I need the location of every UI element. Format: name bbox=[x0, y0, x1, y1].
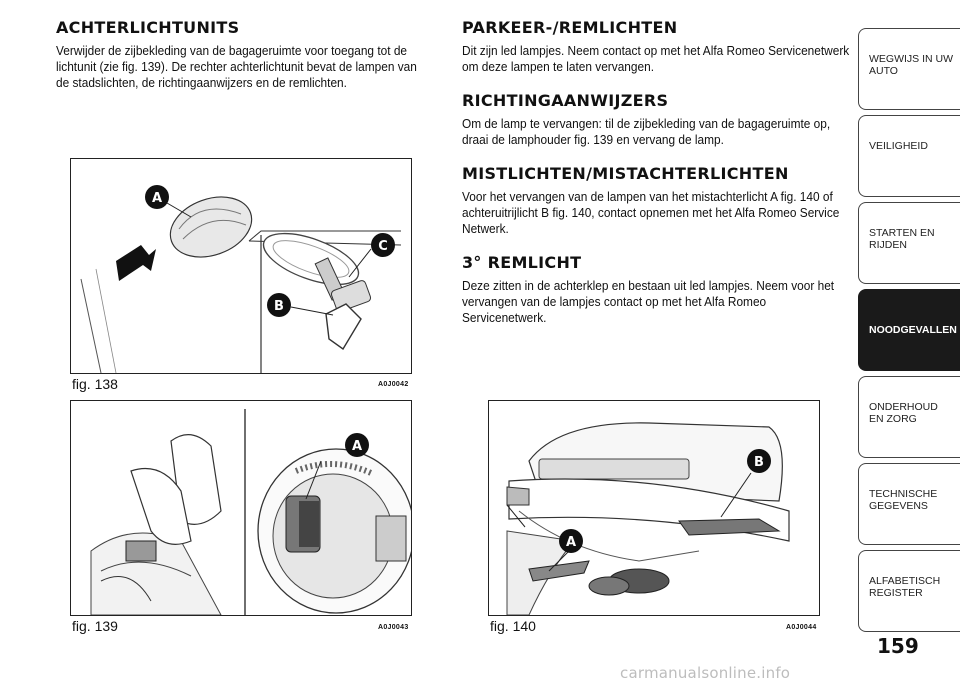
section-body-achterlichtunits: Verwijder de zijbekleding van de bagager… bbox=[56, 43, 417, 90]
callout-a bbox=[345, 433, 369, 457]
svg-text:B: B bbox=[754, 455, 764, 470]
section-body-remlicht: Deze zitten in de achterklep en bestaan … bbox=[462, 278, 835, 325]
svg-text:B: B bbox=[274, 299, 284, 314]
section-body-mist: Voor het vervangen van de lampen van het… bbox=[462, 189, 840, 236]
figure-139-code: A0J0043 bbox=[378, 624, 409, 631]
arrow-icon bbox=[116, 245, 156, 281]
tab-noodgevallen[interactable]: NOODGEVALLEN bbox=[858, 289, 960, 371]
page-number: 159 bbox=[877, 634, 919, 658]
figure-138-code: A0J0042 bbox=[378, 381, 409, 388]
figure-139: A bbox=[70, 400, 412, 616]
tab-alfabetisch[interactable]: ALFABETISCH REGISTER bbox=[858, 550, 960, 632]
section-heading-mist: MISTLICHTEN/MISTACHTERLICHTEN bbox=[462, 164, 789, 183]
tab-label: TECHNISCHE GEGEVENS bbox=[869, 488, 938, 512]
figure-138-caption: fig. 138 bbox=[72, 376, 118, 392]
section-body-parkeer: Dit zijn led lampjes. Neem contact op me… bbox=[462, 43, 850, 74]
callout-b bbox=[747, 449, 771, 473]
tab-onderhoud[interactable]: ONDERHOUD EN ZORG bbox=[858, 376, 960, 458]
tab-technische[interactable]: TECHNISCHE GEGEVENS bbox=[858, 463, 960, 545]
figure-140-code: A0J0044 bbox=[786, 624, 817, 631]
tab-label: STARTEN EN RIJDEN bbox=[869, 227, 935, 251]
callout-b bbox=[267, 293, 291, 317]
left-column: ACHTERLICHTUNITS Verwijder de zijbekledi… bbox=[56, 18, 432, 107]
tab-label: ALFABETISCH REGISTER bbox=[869, 575, 941, 599]
callout-a bbox=[145, 185, 169, 209]
svg-text:C: C bbox=[378, 239, 388, 254]
section-heading-richting: RICHTINGAANWIJZERS bbox=[462, 91, 669, 110]
callout-a bbox=[559, 529, 583, 553]
callout-c bbox=[371, 233, 395, 257]
tab-veiligheid[interactable]: VEILIGHEID bbox=[858, 115, 960, 197]
trunk-lamp-holder-illustration: A bbox=[90, 409, 411, 615]
figure-140: B A bbox=[488, 400, 820, 616]
section-body-richting: Om de lamp te vervangen: til de zijbekle… bbox=[462, 116, 831, 147]
svg-text:A: A bbox=[566, 535, 576, 550]
tab-label: ONDERHOUD EN ZORG bbox=[869, 401, 938, 425]
middle-column: PARKEER-/REMLICHTEN Dit zijn led lampjes… bbox=[462, 18, 850, 342]
figure-140-caption: fig. 140 bbox=[490, 618, 536, 634]
tab-wegwijs[interactable]: WEGWIJS IN UW AUTO bbox=[858, 28, 960, 110]
svg-text:A: A bbox=[152, 191, 162, 206]
rear-light-unit-illustration: A B C bbox=[80, 185, 402, 373]
section-heading-parkeer: PARKEER-/REMLICHTEN bbox=[462, 18, 678, 37]
rear-bumper-fog-light-illustration: B A bbox=[506, 422, 790, 615]
tab-starten[interactable]: STARTEN EN RIJDEN bbox=[858, 202, 960, 284]
tab-label: WEGWIJS IN UW AUTO bbox=[869, 53, 953, 77]
section-heading-remlicht: 3° REMLICHT bbox=[462, 253, 582, 272]
tab-label: VEILIGHEID bbox=[869, 140, 928, 152]
figure-138: A B C bbox=[70, 158, 412, 374]
section-heading-achterlichtunits: ACHTERLICHTUNITS bbox=[56, 18, 240, 37]
tab-label: NOODGEVALLEN bbox=[869, 324, 957, 336]
figure-139-caption: fig. 139 bbox=[72, 618, 118, 634]
svg-text:A: A bbox=[352, 439, 362, 454]
watermark: carmanualsonline.info bbox=[620, 664, 791, 682]
